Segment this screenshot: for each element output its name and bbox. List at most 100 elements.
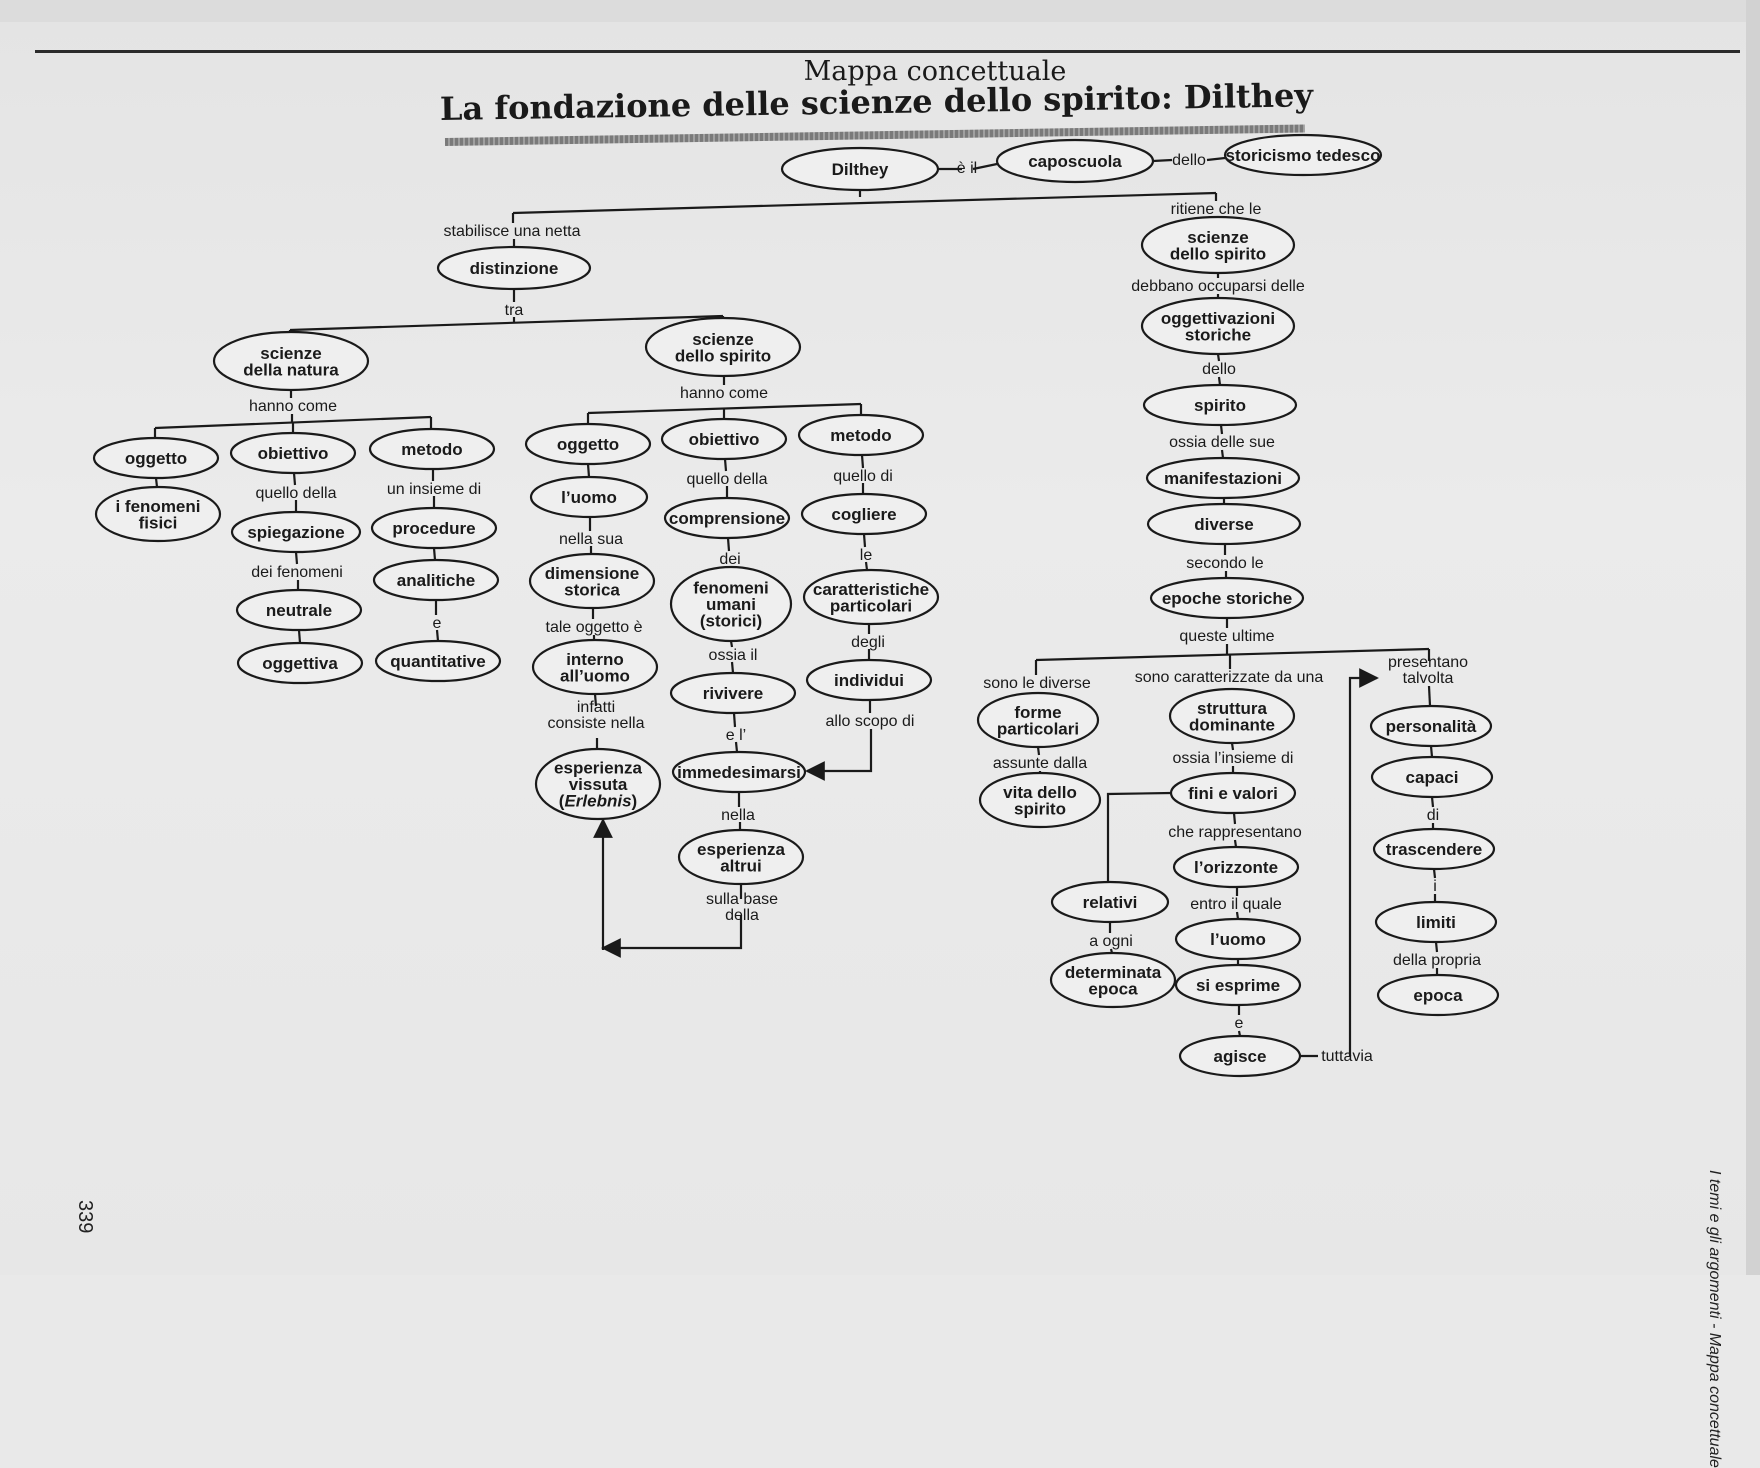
node-text: l’orizzonte [1194,858,1278,877]
node-text: procedure [392,519,475,538]
node-text: individui [834,671,904,690]
link-label-dei-fenomeni: dei fenomeni [251,564,343,581]
connector-line [297,629,302,644]
connector-line [154,477,159,488]
node-ellipse [1178,1034,1302,1078]
node-text: oggettivazioni [1161,309,1275,328]
concept-node-oggetto-s: oggetto [524,422,652,466]
connector-line [1216,353,1221,362]
connector-line [1035,647,1430,662]
node-text: scienze [692,330,753,349]
node-text: diverse [1194,515,1254,534]
concept-node-spirito: spirito [1142,383,1298,427]
link-label-ossia-insieme: ossia l’insieme di [1173,750,1294,767]
connector-line [1219,424,1224,435]
connector-line [294,551,299,565]
connector-line [723,458,728,472]
link-label-sulla-base: sulla base [706,891,778,908]
node-text: altrui [720,856,762,875]
sidebar-running-head: I temi e gli argomenti - Mappa concettua… [1706,1170,1723,1468]
node-ellipse [1372,827,1496,871]
connector-line [1429,745,1434,758]
node-text: fenomeni [693,579,769,598]
node-ellipse [92,436,220,480]
node-text: determinata [1065,963,1162,982]
connector-line [860,454,865,469]
node-text: della natura [243,360,339,379]
node-text: l’uomo [1210,930,1266,949]
concept-node-individui: individui [805,658,933,702]
node-text: rivivere [703,684,764,703]
node-ellipse [372,558,500,602]
concept-node-rivivere: rivivere [669,671,797,715]
node-text: scienze [260,344,321,363]
concept-node-quantitative: quantitative [374,639,502,683]
node-ellipse [1174,963,1302,1007]
link-label-e-l: e l’ [726,727,746,744]
node-ellipse [229,431,357,475]
concept-node-procedure: procedure [370,506,498,550]
node-ellipse [797,413,925,457]
node-text: epoche storiche [1162,589,1292,608]
link-label-nella: nella [721,807,755,824]
concept-node-metodo-n: metodo [368,427,496,471]
connector-line [1232,812,1237,825]
link-label-presentano: talvolta [1403,670,1454,687]
connector-line [1230,742,1235,751]
concept-node-neutrale: neutrale [235,588,363,632]
connector-line [289,314,724,332]
link-label-infatti: infatti [577,699,615,716]
node-ellipse [1172,845,1300,889]
node-text: relativi [1083,893,1138,912]
concept-node-obiettivo-s: obiettivo [660,417,788,461]
concept-node-manifestazioni: manifestazioni [1145,456,1301,500]
node-text: analitiche [397,571,475,590]
link-label-propria: della propria [1393,952,1481,969]
connector-line [587,402,862,415]
connector-line [292,472,297,486]
connector-line [512,191,1217,215]
node-ellipse [669,565,793,643]
link-label-sulla-base: della [725,907,759,924]
link-label-e-il: è il [957,160,977,177]
node-ellipse [976,691,1100,749]
concept-node-epoca: epoca [1376,973,1500,1017]
connector-line [734,741,739,753]
node-text: metodo [401,440,462,459]
page-number: 339 [74,1200,96,1234]
page-background [0,0,1760,1275]
connector-line [730,661,735,674]
concept-node-uomo-r: l’uomo [1174,917,1302,961]
node-text: spirito [1194,396,1246,415]
link-label-quello-della-s: quello della [687,471,768,488]
node-ellipse [529,475,649,519]
concept-node-epoche-storiche: epoche storiche [1149,576,1305,620]
node-text: struttura [1197,699,1267,718]
node-ellipse [1374,900,1498,944]
link-label-caratterizzate: sono caratterizzate da una [1135,669,1324,686]
concept-node-cogliere: cogliere [800,492,928,536]
connector-line [435,629,440,642]
node-text: l’uomo [561,488,617,507]
node-ellipse [663,496,791,540]
node-text: capaci [1406,768,1459,787]
concept-node-diverse: diverse [1146,502,1302,546]
node-text: oggetto [125,449,187,468]
connector-line [732,712,737,728]
node-text: particolari [997,719,1079,738]
concept-node-oggetto-n: oggetto [92,436,220,480]
top-rule [35,50,1740,53]
concept-node-uomo: l’uomo [529,475,649,519]
node-text: storiche [1185,325,1251,344]
connector-arrow [805,729,873,781]
node-ellipse [1140,296,1296,356]
node-text: (Erlebnis) [559,792,637,811]
node-ellipse [1174,917,1302,961]
link-label-presentano: presentano [1388,654,1468,671]
connector-line [1427,685,1432,707]
